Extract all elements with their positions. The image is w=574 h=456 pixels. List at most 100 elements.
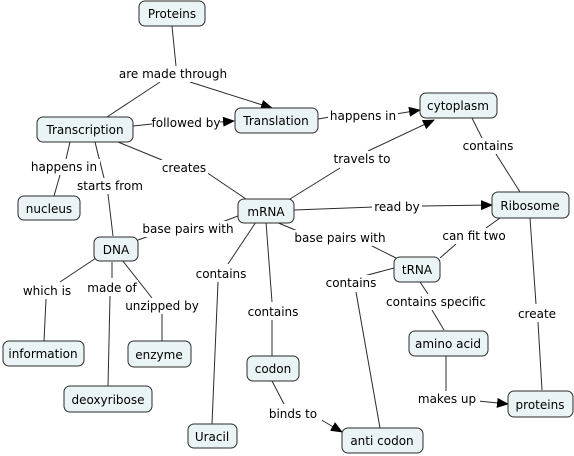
line-which-is-to-information [43,298,47,342]
label-base-pairs-with-trna[interactable]: base pairs with [292,230,388,246]
line-mrna-to-contains-codon [265,221,273,303]
line-mrna-to-contains-uracil [227,221,257,265]
svg-text:made of: made of [87,281,137,295]
svg-text:contains: contains [248,305,299,319]
node-uracil[interactable]: Uracil [187,423,238,449]
line-proteins-to-made-through [171,25,177,67]
line-contains-to-ribosome [495,153,521,193]
node-trna[interactable]: tRNA [393,256,441,283]
line-base-pairs-trna-to-trna [367,243,397,259]
svg-text:information: information [8,347,77,361]
svg-text:Uracil: Uracil [195,430,229,444]
line-makes-up-to-proteins [477,397,509,408]
line-made-through-to-translation [189,81,273,110]
line-cytoplasm-to-contains [471,117,483,139]
line-anti-codon-to-contains [355,291,381,429]
node-dna[interactable]: DNA [93,236,139,262]
line-contains-to-trna [363,267,395,277]
label-travels-to[interactable]: travels to [330,151,394,167]
node-cytoplasm[interactable]: cytoplasm [419,92,498,119]
node-amino-acid[interactable]: amino acid [408,330,489,357]
label-are-made-through[interactable]: are made through [116,66,230,82]
svg-text:enzyme: enzyme [135,348,182,362]
line-followed-by-to-translation [219,116,235,127]
line-dna-to-unzipped-by [121,259,153,299]
svg-text:proteins: proteins [516,398,565,412]
label-made-of[interactable]: made of [86,280,138,296]
line-can-fit-two-to-trna [439,243,457,259]
label-contains-anti-codon[interactable]: contains [324,275,378,291]
label-contains-codon[interactable]: contains [246,304,300,320]
svg-text:makes up: makes up [418,392,476,406]
svg-text:base pairs with: base pairs with [294,231,385,245]
label-creates[interactable]: creates [160,160,208,176]
line-made-of-to-deoxyribose [107,295,111,387]
line-codon-to-binds-to [271,380,285,405]
svg-text:base pairs with: base pairs with [142,222,233,236]
label-contains-ribosome[interactable]: contains [461,138,515,154]
node-deoxyribose[interactable]: deoxyribose [63,385,153,413]
line-contains-uracil-to-uracil [211,281,219,425]
line-happens-in-to-nucleus [53,174,61,197]
link-labels: are made through followed by happens in … [20,66,560,422]
line-transcription-to-happens-in [65,141,71,160]
svg-text:travels to: travels to [334,152,391,166]
svg-text:create: create [518,307,556,321]
label-can-fit-two[interactable]: can fit two [439,228,509,244]
svg-text:creates: creates [162,161,206,175]
svg-text:codon: codon [255,362,292,376]
svg-text:can fit two: can fit two [442,229,505,243]
node-anti-codon[interactable]: anti codon [341,427,424,454]
line-mrna-to-read-by [293,206,375,211]
label-base-pairs-with-dna[interactable]: base pairs with [140,221,236,237]
node-nucleus[interactable]: nucleus [17,195,81,221]
node-mrna[interactable]: mRNA [237,198,295,224]
svg-text:happens in: happens in [31,160,97,174]
svg-text:happens in: happens in [330,109,396,123]
label-contains-specific[interactable]: contains specific [384,294,488,310]
svg-text:followed by: followed by [152,116,221,130]
line-mrna-to-travels-to [289,167,341,200]
label-which-is[interactable]: which is [20,283,74,299]
line-made-through-to-transcription [106,81,161,118]
line-create-to-proteins [537,321,543,391]
node-ribosome[interactable]: Ribosome [491,191,570,219]
svg-text:mRNA: mRNA [247,205,285,219]
label-contains-uracil[interactable]: contains [194,266,248,282]
line-starts-from-to-dna [107,193,114,237]
label-starts-from[interactable]: starts from [74,178,146,194]
label-read-by[interactable]: read by [372,199,422,215]
svg-text:contains specific: contains specific [386,295,486,309]
node-information[interactable]: information [2,340,85,367]
svg-text:anti codon: anti codon [350,434,413,448]
svg-text:are made through: are made through [119,67,227,81]
svg-text:cytoplasm: cytoplasm [427,99,489,113]
label-makes-up[interactable]: makes up [414,391,480,407]
node-proteins-top[interactable]: Proteins [138,0,206,27]
svg-text:nucleus: nucleus [26,202,72,216]
label-binds-to[interactable]: binds to [264,406,322,422]
line-trna-to-contains-specific [419,281,429,295]
label-create[interactable]: create [514,306,560,322]
line-dna-to-which-is [59,257,97,283]
node-codon[interactable]: codon [246,355,300,382]
node-enzyme[interactable]: enzyme [127,340,192,368]
label-happens-in-nucleus[interactable]: happens in [28,159,100,175]
connector-lines [43,25,543,433]
svg-text:tRNA: tRNA [402,263,433,277]
node-proteins-bottom[interactable]: proteins [507,390,574,418]
svg-text:DNA: DNA [103,243,130,257]
label-followed-by[interactable]: followed by [152,115,221,131]
svg-text:deoxyribose: deoxyribose [71,393,144,407]
line-travels-to-cytoplasm [367,119,435,152]
line-happens-in-to-cytoplasm [395,106,421,117]
label-unzipped-by[interactable]: unzipped by [122,298,202,314]
label-happens-in-cytoplasm[interactable]: happens in [328,108,398,124]
node-transcription[interactable]: Transcription [36,116,134,143]
line-transcription-to-followed-by [132,123,153,127]
svg-text:unzipped by: unzipped by [125,299,199,313]
node-translation[interactable]: Translation [234,107,319,134]
svg-text:read by: read by [374,200,420,214]
svg-text:amino acid: amino acid [415,337,481,351]
